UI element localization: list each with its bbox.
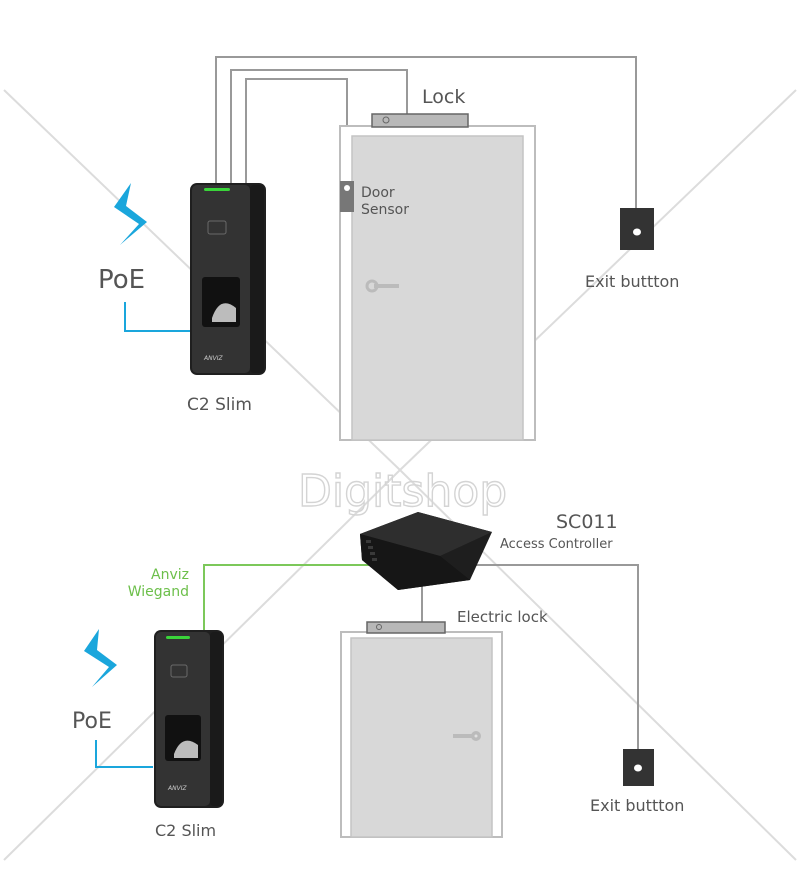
door-sensor-label-2: Sensor <box>361 202 409 218</box>
poe-label: PoE <box>98 265 145 295</box>
exit-button <box>623 749 654 786</box>
wire-door-sensor <box>245 78 348 185</box>
door-handle-icon <box>365 279 399 293</box>
lock-label: Lock <box>422 86 465 108</box>
reader-label: C2 Slim <box>155 821 216 840</box>
door-sensor <box>340 181 354 212</box>
exit-button-label: Exit buttton <box>585 272 679 291</box>
exit-button <box>620 208 654 250</box>
reader-brand: ANVIZ <box>167 785 187 792</box>
top-diagram: PoE ANVIZ C2 Slim Lock <box>98 56 679 441</box>
exit-button-label: Exit buttton <box>590 796 684 815</box>
wire-exit-button <box>215 56 637 208</box>
status-led <box>166 636 190 639</box>
rfid-icon <box>207 220 227 235</box>
wire-poe <box>124 302 190 332</box>
sc011-controller <box>360 512 492 590</box>
wire-exit-button <box>440 564 639 750</box>
lightning-icon <box>114 183 147 245</box>
door-sensor-label-1: Door <box>361 185 395 201</box>
reader-label: C2 Slim <box>187 395 252 415</box>
reader-brand: ANVIZ <box>203 355 223 362</box>
watermark-text: Digitshop <box>298 466 507 517</box>
electric-lock <box>366 621 446 634</box>
status-led <box>204 188 230 191</box>
poe-label: PoE <box>72 709 112 734</box>
door <box>340 631 503 838</box>
lock <box>371 113 469 128</box>
bottom-wires <box>95 564 639 768</box>
lightning-icon <box>84 629 117 687</box>
c2-slim-reader: ANVIZ <box>190 183 266 375</box>
electric-lock-label: Electric lock <box>457 608 548 626</box>
door <box>339 125 536 441</box>
controller-label: Access Controller <box>500 537 613 552</box>
c2-slim-reader: ANVIZ <box>154 630 224 808</box>
controller-model: SC011 <box>556 511 618 533</box>
wire-lock <box>230 69 408 185</box>
wire-poe <box>95 740 153 768</box>
wiegand-label-2: Wiegand <box>128 584 189 600</box>
wire-wiegand <box>203 564 380 632</box>
wiegand-label-1: Anviz <box>151 567 189 583</box>
door-handle-icon <box>453 731 481 741</box>
bottom-diagram: SC011 Access Controller Anviz Wiegand Po… <box>72 511 684 840</box>
rfid-icon <box>170 664 188 678</box>
